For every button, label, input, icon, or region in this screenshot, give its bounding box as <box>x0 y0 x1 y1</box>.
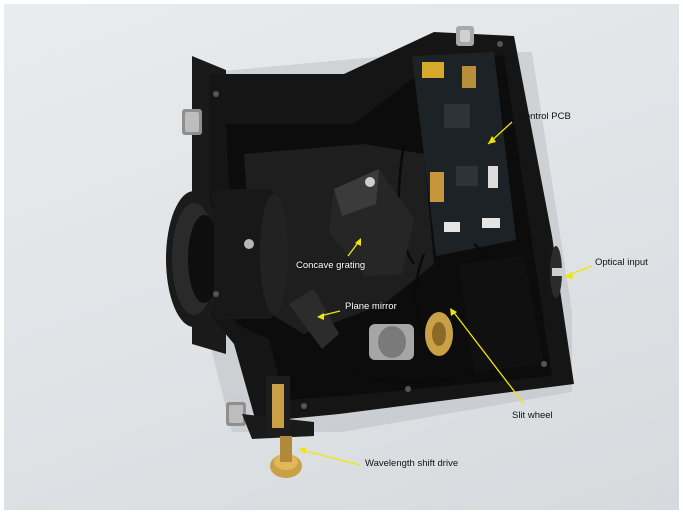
spectrometer-photo <box>166 26 593 478</box>
arrow-slit-wheel <box>451 309 525 405</box>
label-control-pcb: Control PCB <box>518 111 571 122</box>
wavelength-drive-shaft <box>272 384 284 428</box>
label-slit-wheel: Slit wheel <box>512 410 553 421</box>
plane-mirror <box>289 289 339 349</box>
arrow-wavelength-drive <box>301 449 361 466</box>
control-pcb <box>412 52 516 256</box>
photo-frame: Control PCB Optical input Concave gratin… <box>4 4 679 510</box>
annotation-arrows <box>299 121 593 466</box>
label-wavelength-shift-drive: Wavelength shift drive <box>365 458 459 469</box>
label-concave-grating: Concave grating <box>296 260 366 271</box>
label-plane-mirror: Plane mirror <box>345 301 397 312</box>
label-optical-input: Optical input <box>595 257 648 268</box>
